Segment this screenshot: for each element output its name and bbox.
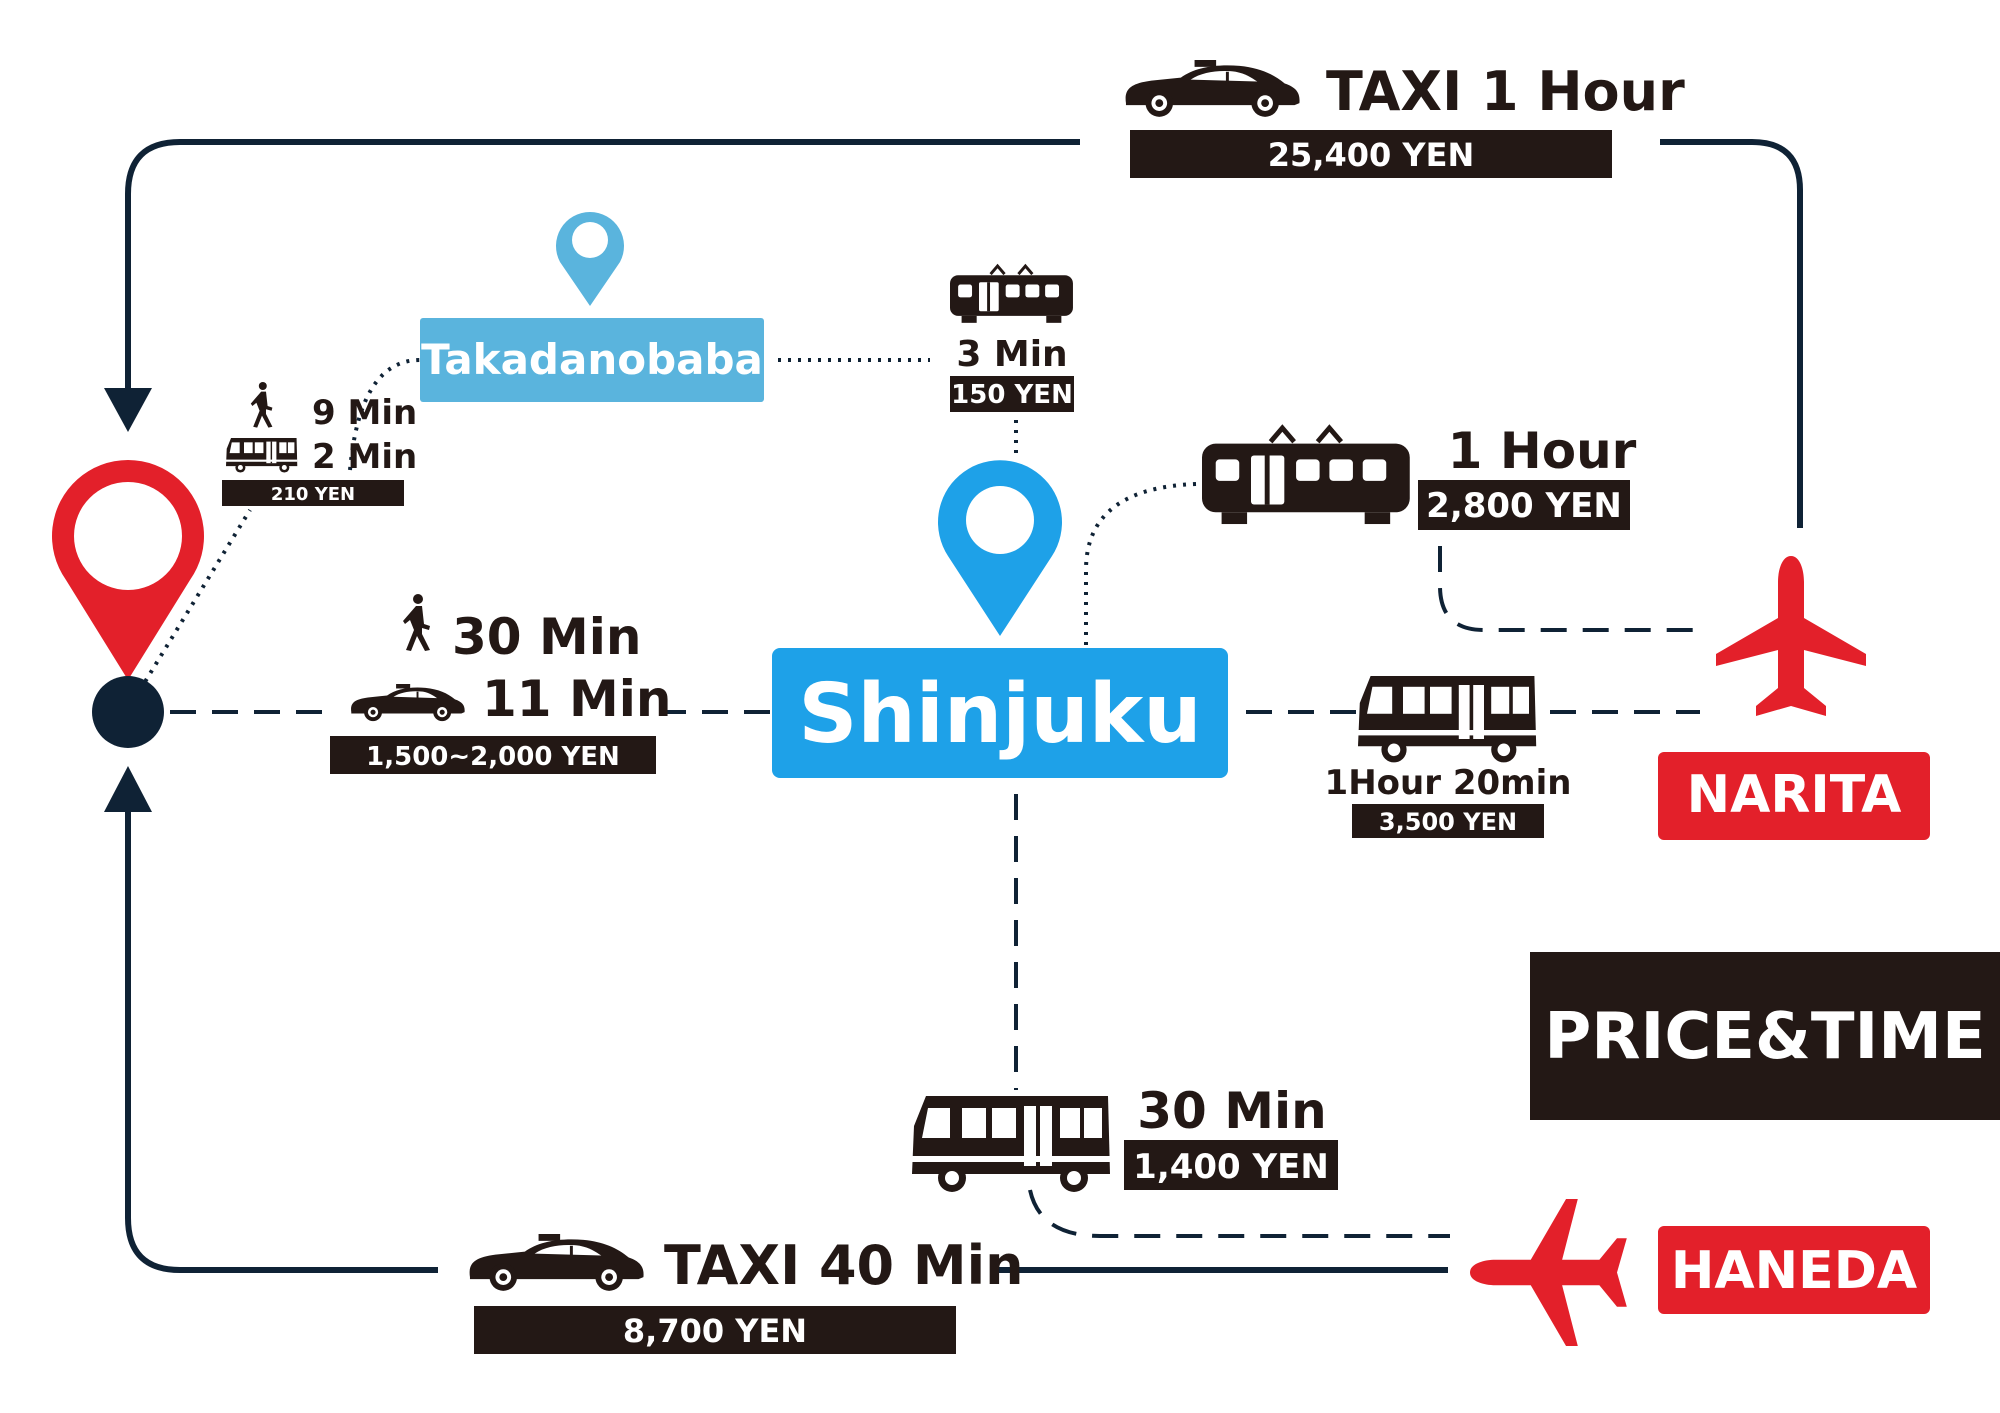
taxi-haneda-time: TAXI 40 Min: [664, 1234, 1024, 1297]
car-icon: [351, 684, 465, 722]
bus-haneda-price: 1,400 YEN: [1133, 1147, 1329, 1187]
takadanobaba-pin-icon: [556, 211, 625, 306]
taxi-haneda-price-box: [474, 1306, 956, 1354]
walking-person-icon: [250, 382, 273, 428]
bus-haneda-price-box: [1124, 1140, 1338, 1190]
shinjuku-label-box: [772, 648, 1228, 778]
price-time-title-box: [1530, 952, 2000, 1120]
taxi-icon: [469, 1234, 644, 1291]
narita-label-box: [1658, 752, 1930, 840]
arrow-down-icon: [104, 388, 152, 432]
train-takadanobaba-time: 3 Min: [956, 334, 1067, 375]
takadanobaba-price: 210 YEN: [271, 484, 355, 505]
bus-haneda-time: 30 Min: [1137, 1082, 1326, 1140]
takadanobaba-label-box: [420, 318, 764, 402]
price-time-title: PRICE&TIME: [1544, 1000, 1985, 1074]
shinjuku-label: Shinjuku: [798, 667, 1201, 762]
bus-icon: [226, 438, 298, 473]
bus-icon: [1358, 676, 1537, 763]
train-takadanobaba-price: 150 YEN: [951, 380, 1073, 410]
takadanobaba-label: Takadanobaba: [421, 335, 763, 384]
local-shinjuku-price: 1,500~2,000 YEN: [366, 742, 620, 772]
shinjuku-walk-time: 30 Min: [452, 608, 641, 666]
destination-pin-icon: [51, 460, 205, 680]
dashed-line-bus-haneda: [1028, 1189, 1450, 1238]
taxi-icon: [1125, 60, 1300, 117]
shinjuku-pin-icon: [938, 460, 1062, 636]
takadanobaba-price-box: [222, 480, 404, 506]
airplane-icon: [1470, 1199, 1627, 1346]
taxi-narita-price: 25,400 YEN: [1268, 136, 1474, 174]
destination-point: [92, 676, 164, 748]
taxi-narita-time: TAXI 1 Hour: [1326, 60, 1685, 123]
bus-icon: [912, 1096, 1110, 1192]
train-icon: [948, 264, 1075, 325]
walking-person-icon: [403, 594, 430, 651]
route-line-taxi-narita: [125, 139, 1080, 390]
airplane-icon: [1716, 556, 1866, 716]
train-narita-price: 2,800 YEN: [1426, 486, 1622, 526]
dotted-line-shinjuku-narita-train: [1084, 482, 1197, 645]
haneda-label-box: [1658, 1226, 1930, 1314]
train-narita-time: 1 Hour: [1448, 422, 1637, 480]
bus-narita-time: 1Hour 20min: [1325, 763, 1572, 803]
dotted-line-takadanobaba-left: [348, 358, 421, 471]
taxi-narita-price-box: [1130, 130, 1612, 178]
train-takadanobaba-price-box: [950, 376, 1074, 412]
local-shinjuku-price-box: [330, 736, 656, 774]
arrow-up-icon: [104, 766, 152, 812]
train-narita-price-box: [1418, 480, 1630, 530]
train-icon: [1202, 428, 1410, 524]
dashed-line-train-narita: [1438, 546, 1700, 632]
bus-narita-price: 3,500 YEN: [1379, 808, 1517, 836]
takadanobaba-bus-time: 2 Min: [312, 437, 417, 477]
route-line-taxi-narita-right: [1660, 139, 1803, 528]
narita-label: NARITA: [1687, 765, 1902, 825]
bus-narita-price-box: [1352, 804, 1544, 838]
route-line-taxi-haneda-left: [125, 808, 438, 1273]
taxi-haneda-price: 8,700 YEN: [623, 1312, 807, 1350]
haneda-label: HANEDA: [1671, 1241, 1917, 1301]
takadanobaba-walk-time: 9 Min: [312, 393, 417, 433]
shinjuku-taxi-time: 11 Min: [482, 670, 671, 728]
